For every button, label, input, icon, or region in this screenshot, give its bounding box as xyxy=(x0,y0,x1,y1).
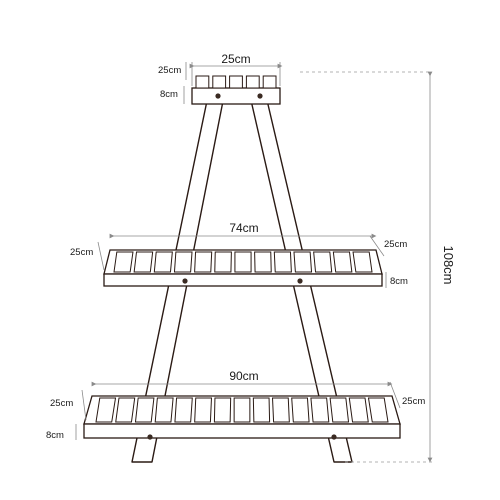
shelf-slat xyxy=(214,251,232,273)
shelf-slat xyxy=(133,251,154,273)
shelf-slat xyxy=(348,397,369,423)
total-height-label: 108cm xyxy=(441,245,456,284)
bottom-height-label: 8cm xyxy=(46,430,64,441)
middle-width-label: 74cm xyxy=(229,221,258,235)
shelf-slat xyxy=(115,397,136,423)
bottom-depth-left-label: 25cm xyxy=(50,398,73,409)
shelf-slat xyxy=(113,251,134,273)
shelf-slat xyxy=(194,251,213,273)
shelf-slat xyxy=(134,397,155,423)
bottom-depth-right-label: 25cm xyxy=(402,396,425,407)
dimension-labels: 25cm 25cm 8cm 74cm 25cm 25cm 8cm 90cm 25… xyxy=(46,52,456,441)
middle-shelf xyxy=(103,249,383,287)
middle-depth-left-dimension xyxy=(97,241,105,271)
top-depth-label: 25cm xyxy=(158,65,181,76)
shelf-slat xyxy=(367,397,389,423)
shelf-slat xyxy=(252,397,271,423)
top-height-label: 8cm xyxy=(160,89,178,100)
dimension-lines xyxy=(75,62,433,463)
top-shelf-slats xyxy=(195,75,277,89)
shelf-slat xyxy=(262,75,277,89)
shelf-slat xyxy=(329,397,350,423)
shelf-slat xyxy=(245,75,260,89)
bottom-shelf-slats xyxy=(95,397,389,423)
shelf-slat xyxy=(291,397,310,423)
middle-shelf-slats xyxy=(113,251,373,273)
top-shelf xyxy=(191,75,281,105)
shelf-slat xyxy=(234,251,252,273)
shelf-slat xyxy=(233,397,251,423)
bottom-shelf-bolt xyxy=(331,434,337,440)
bottom-depth-right-dimension xyxy=(389,381,401,409)
shelf-slat xyxy=(273,251,292,273)
shelf-slat xyxy=(310,397,330,423)
shelf-slat xyxy=(271,397,290,423)
shelf-slat xyxy=(174,397,193,423)
middle-depth-right-dimension xyxy=(369,235,385,257)
shelf-slat xyxy=(173,251,193,273)
shelf-slat xyxy=(95,397,117,423)
shelf-slat xyxy=(293,251,313,273)
shelf-slat xyxy=(332,251,353,273)
middle-depth-right-label: 25cm xyxy=(384,239,407,250)
shelf-slat xyxy=(213,397,232,423)
bottom-width-label: 90cm xyxy=(229,369,258,383)
top-shelf-apron xyxy=(191,87,281,105)
shelf-slat xyxy=(154,397,174,423)
middle-depth-left-label: 25cm xyxy=(70,247,93,258)
bottom-shelf xyxy=(83,395,401,440)
middle-shelf-bolt xyxy=(297,278,303,284)
top-width-label: 25cm xyxy=(221,52,250,66)
middle-shelf-bolt xyxy=(182,278,188,284)
shelf-slat xyxy=(194,397,213,423)
bottom-shelf-bolt xyxy=(147,434,153,440)
shelf-slat xyxy=(212,75,227,89)
middle-shelf-apron xyxy=(103,273,383,287)
middle-height-label: 8cm xyxy=(390,276,408,287)
top-shelf-bolt xyxy=(257,93,263,99)
top-shelf-bolt xyxy=(215,93,221,99)
shelf-slat xyxy=(195,75,210,89)
shelf-slat xyxy=(254,251,272,273)
bottom-depth-left-dimension xyxy=(81,389,87,421)
shelf-slat xyxy=(229,75,243,89)
shelf-slat xyxy=(313,251,333,273)
bottom-shelf-apron xyxy=(83,423,401,439)
shelf-slat xyxy=(153,251,173,273)
shelf-slat xyxy=(352,251,373,273)
